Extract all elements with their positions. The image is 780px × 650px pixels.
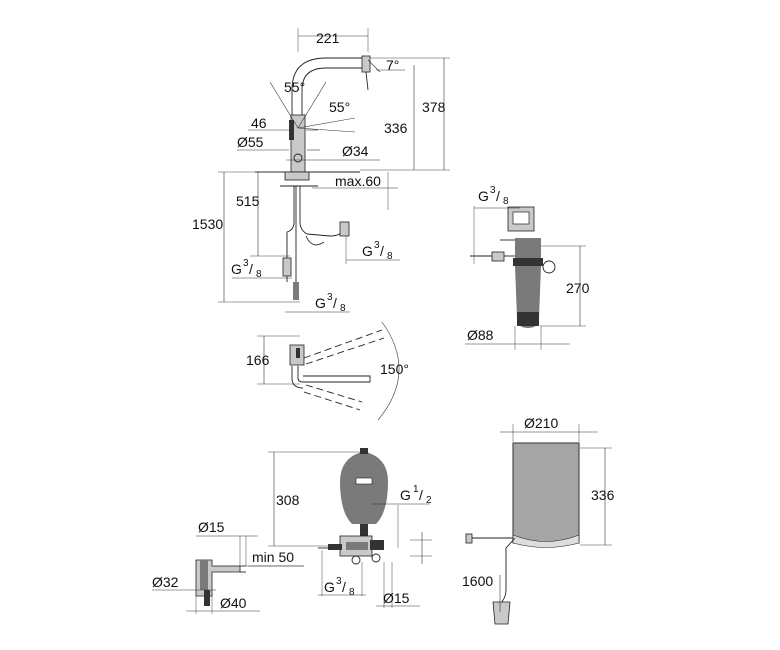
dim-diameter-55: Ø55 <box>237 134 264 150</box>
dim-166: 166 <box>246 352 270 368</box>
connector-piece: Ø15 min 50 Ø32 Ø40 <box>152 519 304 614</box>
svg-text:8: 8 <box>256 269 262 280</box>
svg-text:/: / <box>380 243 384 259</box>
svg-text:8: 8 <box>503 196 509 207</box>
svg-text:/: / <box>249 261 253 277</box>
dim-diameter-15: Ø15 <box>198 519 225 535</box>
dim-diameter-32: Ø32 <box>152 574 179 590</box>
dim-1530: 1530 <box>192 216 223 232</box>
svg-text:1: 1 <box>413 484 419 495</box>
svg-text:G: G <box>478 188 489 204</box>
angle-55-right: 55° <box>329 99 350 115</box>
dim-378: 378 <box>422 99 446 115</box>
dim-336-tank: 336 <box>591 487 615 503</box>
svg-text:2: 2 <box>426 495 432 506</box>
filter-unit: G 3 / 8 270 Ø88 <box>465 185 590 350</box>
dim-diameter-88: Ø88 <box>467 327 494 343</box>
svg-text:3: 3 <box>374 240 380 251</box>
svg-text:8: 8 <box>349 587 355 598</box>
svg-text:8: 8 <box>387 251 393 262</box>
dim-1600: 1600 <box>462 573 493 589</box>
dim-diameter-40: Ø40 <box>220 595 247 611</box>
faucet-side-view: 221 7° 55° 55° 46 Ø55 Ø34 max.60 378 336 <box>192 28 450 314</box>
angle-150: 150° <box>380 361 409 377</box>
dim-diameter-15-valve: Ø15 <box>383 590 410 606</box>
svg-text:/: / <box>419 487 423 503</box>
svg-text:3: 3 <box>243 258 249 269</box>
dim-270: 270 <box>566 280 590 296</box>
dim-221: 221 <box>316 30 340 46</box>
thread-g12: G 1 / 2 <box>400 484 432 506</box>
svg-text:3: 3 <box>327 292 333 303</box>
angle-55-top: 55° <box>284 79 305 95</box>
svg-text:G: G <box>315 295 326 311</box>
svg-text:8: 8 <box>340 303 346 314</box>
svg-text:G: G <box>400 487 411 503</box>
dim-diameter-34: Ø34 <box>342 143 369 159</box>
dim-max-60: max.60 <box>335 173 381 189</box>
svg-text:3: 3 <box>490 185 496 196</box>
faucet-top-view: 150° 166 <box>246 321 409 421</box>
dim-46: 46 <box>251 115 267 131</box>
thread-g38-filter: G 3 / 8 <box>478 185 509 207</box>
svg-text:G: G <box>324 579 335 595</box>
svg-text:G: G <box>362 243 373 259</box>
dim-min-50: min 50 <box>252 549 294 565</box>
svg-text:3: 3 <box>336 576 342 587</box>
dim-diameter-210: Ø210 <box>524 415 558 431</box>
dim-308: 308 <box>276 492 300 508</box>
thread-g38-right: G 3 / 8 <box>362 240 393 262</box>
tank-unit: Ø210 336 1600 <box>462 415 615 625</box>
svg-text:/: / <box>333 295 337 311</box>
angle-7: 7° <box>386 57 399 73</box>
dim-336: 336 <box>384 120 408 136</box>
svg-text:/: / <box>496 188 500 204</box>
thread-g38-valve: G 3 / 8 <box>324 576 355 598</box>
svg-text:G: G <box>231 261 242 277</box>
dim-515: 515 <box>236 193 260 209</box>
svg-text:/: / <box>342 579 346 595</box>
expansion-vessel-assembly: 308 G 1 / 2 G 3 / 8 Ø15 <box>268 448 432 608</box>
thread-g38-left: G 3 / 8 <box>231 258 262 280</box>
thread-g38-bottom: G 3 / 8 <box>315 292 346 314</box>
